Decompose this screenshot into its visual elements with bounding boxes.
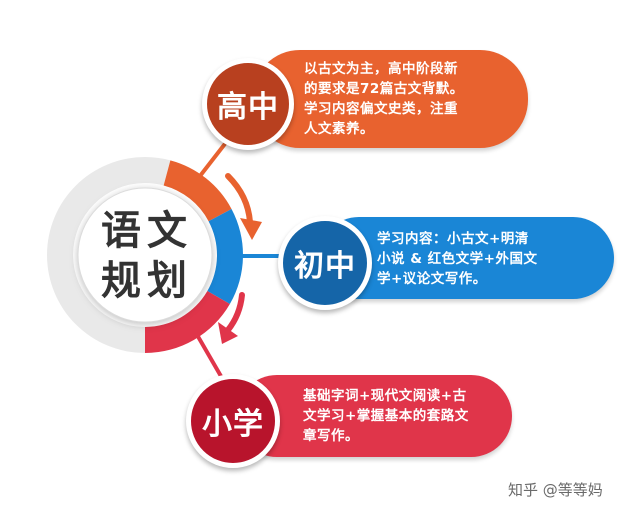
level-text-mid: 学习内容：小古文+明清 小说 & 红色文学+外国文 学+议论文写作。	[377, 231, 538, 287]
arrow-shaft	[225, 292, 245, 333]
center-title: 语文 规划	[88, 206, 206, 306]
center-title-line2: 规划	[101, 258, 193, 304]
ring-gray-arc	[145, 157, 171, 186]
level-panel-high	[252, 50, 528, 148]
center-disc	[77, 187, 213, 323]
arrow-down-icon	[225, 173, 262, 240]
ring-segment-high	[163, 160, 232, 222]
ring-segment-mid	[207, 208, 243, 304]
center-title-line1: 语文	[101, 208, 193, 254]
arrow-down-icon	[218, 292, 245, 344]
ring-gray-segment	[47, 157, 171, 353]
arrow-head	[240, 218, 262, 240]
arrow-head	[218, 322, 238, 344]
watermark: 知乎 @等等妈	[508, 481, 603, 499]
ring-segment-low	[145, 291, 230, 353]
ring-gray-arc	[47, 157, 145, 353]
arrow-shaft	[225, 173, 253, 225]
badge-high: 高中	[202, 58, 294, 150]
level-panel-low	[236, 375, 512, 457]
level-text-low: 基础字词+现代文阅读+古 文学习+掌握基本的套路文 章写作。	[303, 388, 469, 444]
connector-low	[194, 331, 224, 380]
badge-low: 小学	[186, 374, 280, 468]
level-text-high: 以古文为主，高中阶段新 的要求是72篇古文背默。 学习内容偏文史类，注重 人文素…	[304, 61, 464, 137]
badge-mid: 初中	[278, 216, 372, 310]
